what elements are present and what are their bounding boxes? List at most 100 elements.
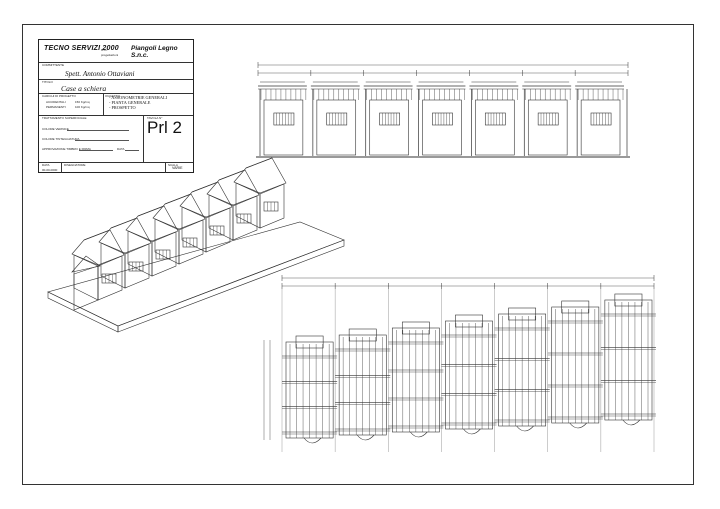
- oggetto-label: OGGETTO: [105, 94, 120, 98]
- subject-item: - PIANTA GENERALE: [109, 100, 151, 105]
- field-line: [75, 140, 129, 141]
- tb-vdivider: [103, 93, 104, 115]
- window: [379, 112, 400, 126]
- slab-edge: [47, 291, 119, 333]
- tb-divider: [39, 93, 193, 94]
- wall-block: [475, 99, 515, 156]
- entry-step: [410, 431, 428, 438]
- load1-value: 150 Kg/mq: [75, 100, 90, 104]
- side-wall: [181, 206, 207, 253]
- roof-ridge: [164, 193, 192, 205]
- front-wall: [232, 195, 258, 241]
- front-wall: [178, 219, 204, 265]
- front-elevation-drawing: [256, 62, 630, 158]
- side-wall: [154, 218, 180, 265]
- load1-label: ACCIDENTALI: [46, 100, 66, 104]
- front-wall: [205, 207, 231, 253]
- wall-block: [369, 99, 409, 156]
- tb-divider: [39, 162, 193, 163]
- window: [590, 112, 612, 126]
- tb-divider: [39, 79, 193, 80]
- field-line: [125, 150, 139, 151]
- colore-tinteggiatura-label: COLORE TINTEGGIATURA: [42, 137, 80, 141]
- wall-block: [316, 99, 357, 156]
- subject-list: - ASSONOMETRIE GENERALI - PIANTA GENERAL…: [109, 95, 167, 110]
- tb-vdivider: [165, 162, 166, 173]
- entry-step: [516, 425, 534, 432]
- tb-divider: [39, 115, 193, 116]
- tb-vdivider: [143, 115, 144, 162]
- roof-ridge: [83, 229, 111, 241]
- roof-ridge: [245, 157, 273, 169]
- front-wall: [124, 243, 150, 289]
- project-title: Case a schiera: [61, 84, 107, 93]
- titolo-label: TITOLO: [42, 80, 53, 84]
- subject-item: - ASSONOMETRIE GENERALI: [109, 95, 168, 100]
- tb-vdivider: [61, 162, 62, 173]
- company-subtitle: progettazioni: [101, 53, 119, 57]
- company-name: TECNO SERVIZI 2000: [44, 45, 119, 52]
- wall-block: [580, 99, 621, 156]
- load2-value: 100 Kg/mq: [75, 105, 90, 109]
- side-wall: [127, 230, 153, 277]
- floor-plan-drawing: [263, 275, 656, 452]
- window: [326, 112, 348, 126]
- committente-label: COMMITTENTE: [42, 63, 64, 67]
- entry-step: [569, 422, 587, 429]
- drawing-sheet-frame: [22, 24, 694, 485]
- front-wall: [259, 183, 285, 229]
- front-wall: [151, 231, 177, 277]
- field-line: [79, 150, 113, 151]
- side-wall: [208, 194, 234, 241]
- roof: [71, 229, 125, 266]
- entry-step: [463, 428, 481, 435]
- subject-item: - PROSPETTO: [109, 105, 136, 110]
- approvazione-label: APPROVAZIONE TIMBRO E FIRMA: [42, 147, 91, 151]
- sheet-number: Prl 2: [147, 118, 182, 137]
- data-label: DATA: [117, 147, 125, 151]
- end-gable: [71, 255, 101, 273]
- scala-label: SCALA: [168, 163, 178, 167]
- title-block-header: TECNO SERVIZI 2000 s.r.l. progettazioni …: [39, 40, 193, 62]
- roof: [152, 193, 206, 230]
- side-wall: [235, 182, 261, 229]
- roof-ridge: [218, 169, 246, 181]
- wall-block: [527, 99, 568, 156]
- end-wall: [73, 265, 99, 311]
- data-label-bottom: DATA: [42, 163, 50, 167]
- entry-step: [303, 437, 322, 444]
- slab-edge: [117, 239, 345, 333]
- entry-step: [622, 419, 641, 426]
- window: [537, 112, 559, 126]
- carichi-label: CARICHI DI PROGETTO: [42, 94, 76, 98]
- roof: [233, 157, 287, 194]
- roof: [98, 217, 152, 254]
- roof: [206, 169, 260, 206]
- client-name: Spett. Antonio Ottaviani: [65, 70, 135, 78]
- window: [484, 112, 506, 126]
- tavola-label: TAVOLA N°: [147, 116, 163, 120]
- wall-block: [263, 99, 304, 156]
- entry-step: [356, 434, 375, 441]
- date-value: 00-00-0000: [42, 168, 58, 172]
- tb-divider: [39, 62, 193, 63]
- window: [273, 112, 295, 126]
- colore-vernice-label: COLORE VERNICE: [42, 127, 69, 131]
- roof: [125, 205, 179, 242]
- ground-slab: [47, 221, 345, 327]
- disegnatore-label: DISEGNATORE: [64, 163, 86, 167]
- load2-label: PERMANENTI: [46, 105, 66, 109]
- front-wall: [97, 255, 123, 301]
- axonometric-drawing: [47, 157, 345, 333]
- window: [432, 112, 453, 126]
- partner-name: Piangoli Legno S.n.c.: [131, 45, 178, 59]
- scale-value: VARIE: [172, 166, 183, 170]
- side-wall: [100, 242, 126, 289]
- roof-ridge: [137, 205, 165, 217]
- trattamento-label: TRATTAMENTO SUPERFICIALE: [42, 116, 87, 120]
- wall-block: [422, 99, 462, 156]
- company-suffix: s.r.l.: [101, 48, 108, 52]
- field-line: [67, 130, 129, 131]
- roof-ridge: [110, 217, 138, 229]
